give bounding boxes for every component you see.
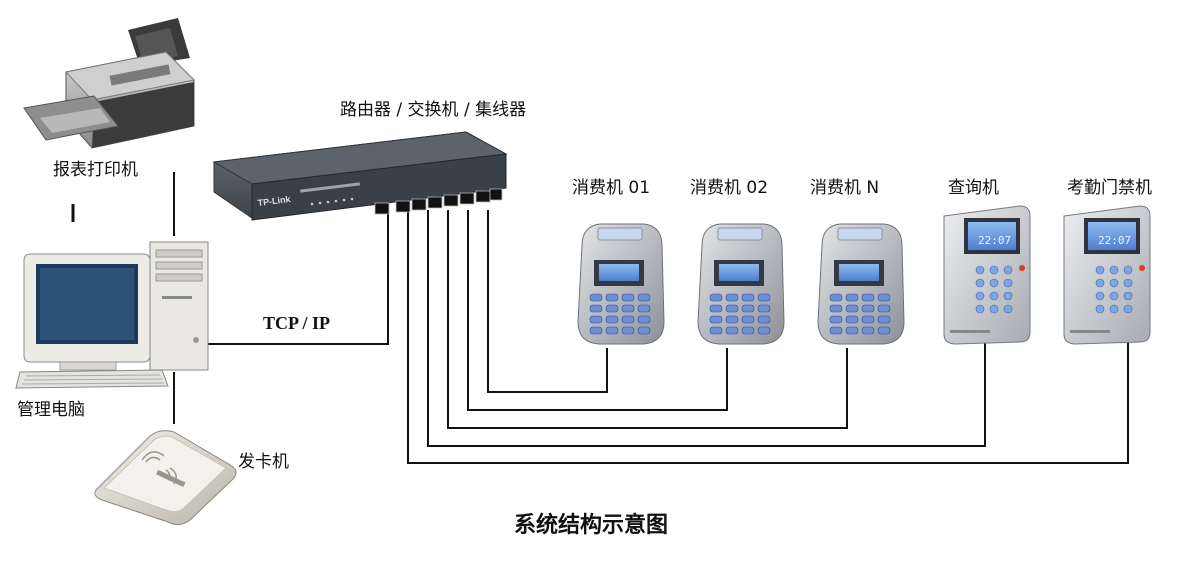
- wire-switch-access: [407, 210, 1129, 464]
- pos-terminal-01-label: 消费机 01: [572, 178, 651, 198]
- card-reader-icon: [94, 430, 237, 526]
- card-issuer-label: 发卡机: [238, 452, 289, 472]
- pos-terminal-01-icon: [577, 223, 665, 345]
- network-switch-icon: TP-Link: [212, 131, 508, 221]
- printer-icon: [23, 18, 196, 149]
- attendance-access-label: 考勤门禁机: [1067, 178, 1152, 198]
- pos-terminal-02-label: 消费机 02: [690, 178, 769, 198]
- printer-label: 报表打印机: [53, 160, 138, 180]
- diagram-caption: 系统结构示意图: [514, 513, 669, 538]
- pos-terminal-02-icon: [697, 223, 785, 345]
- access-screen-time: 22:07: [1098, 234, 1131, 247]
- wire-switch-pos1: [487, 210, 608, 393]
- query-terminal-label: 查询机: [948, 178, 999, 198]
- wire-pc-switch: [208, 210, 389, 345]
- switch-label: 路由器 / 交换机 / 集线器: [340, 100, 527, 120]
- protocol-label: TCP / IP: [263, 313, 331, 333]
- query-screen-time: 22:07: [978, 234, 1011, 247]
- wires: [71, 172, 1129, 464]
- wire-switch-pos2: [467, 210, 728, 411]
- pc-label: 管理电脑: [17, 400, 85, 420]
- query-terminal-icon: 22:07: [943, 205, 1031, 345]
- wire-switch-query: [427, 210, 986, 447]
- pos-terminal-n-label: 消费机 N: [810, 178, 880, 198]
- wire-switch-posn: [447, 210, 848, 429]
- pos-terminal-n-icon: [817, 223, 905, 345]
- attendance-access-terminal-icon: 22:07: [1063, 205, 1151, 345]
- switch-brand: TP-Link: [257, 194, 292, 208]
- computer-icon: [15, 241, 209, 389]
